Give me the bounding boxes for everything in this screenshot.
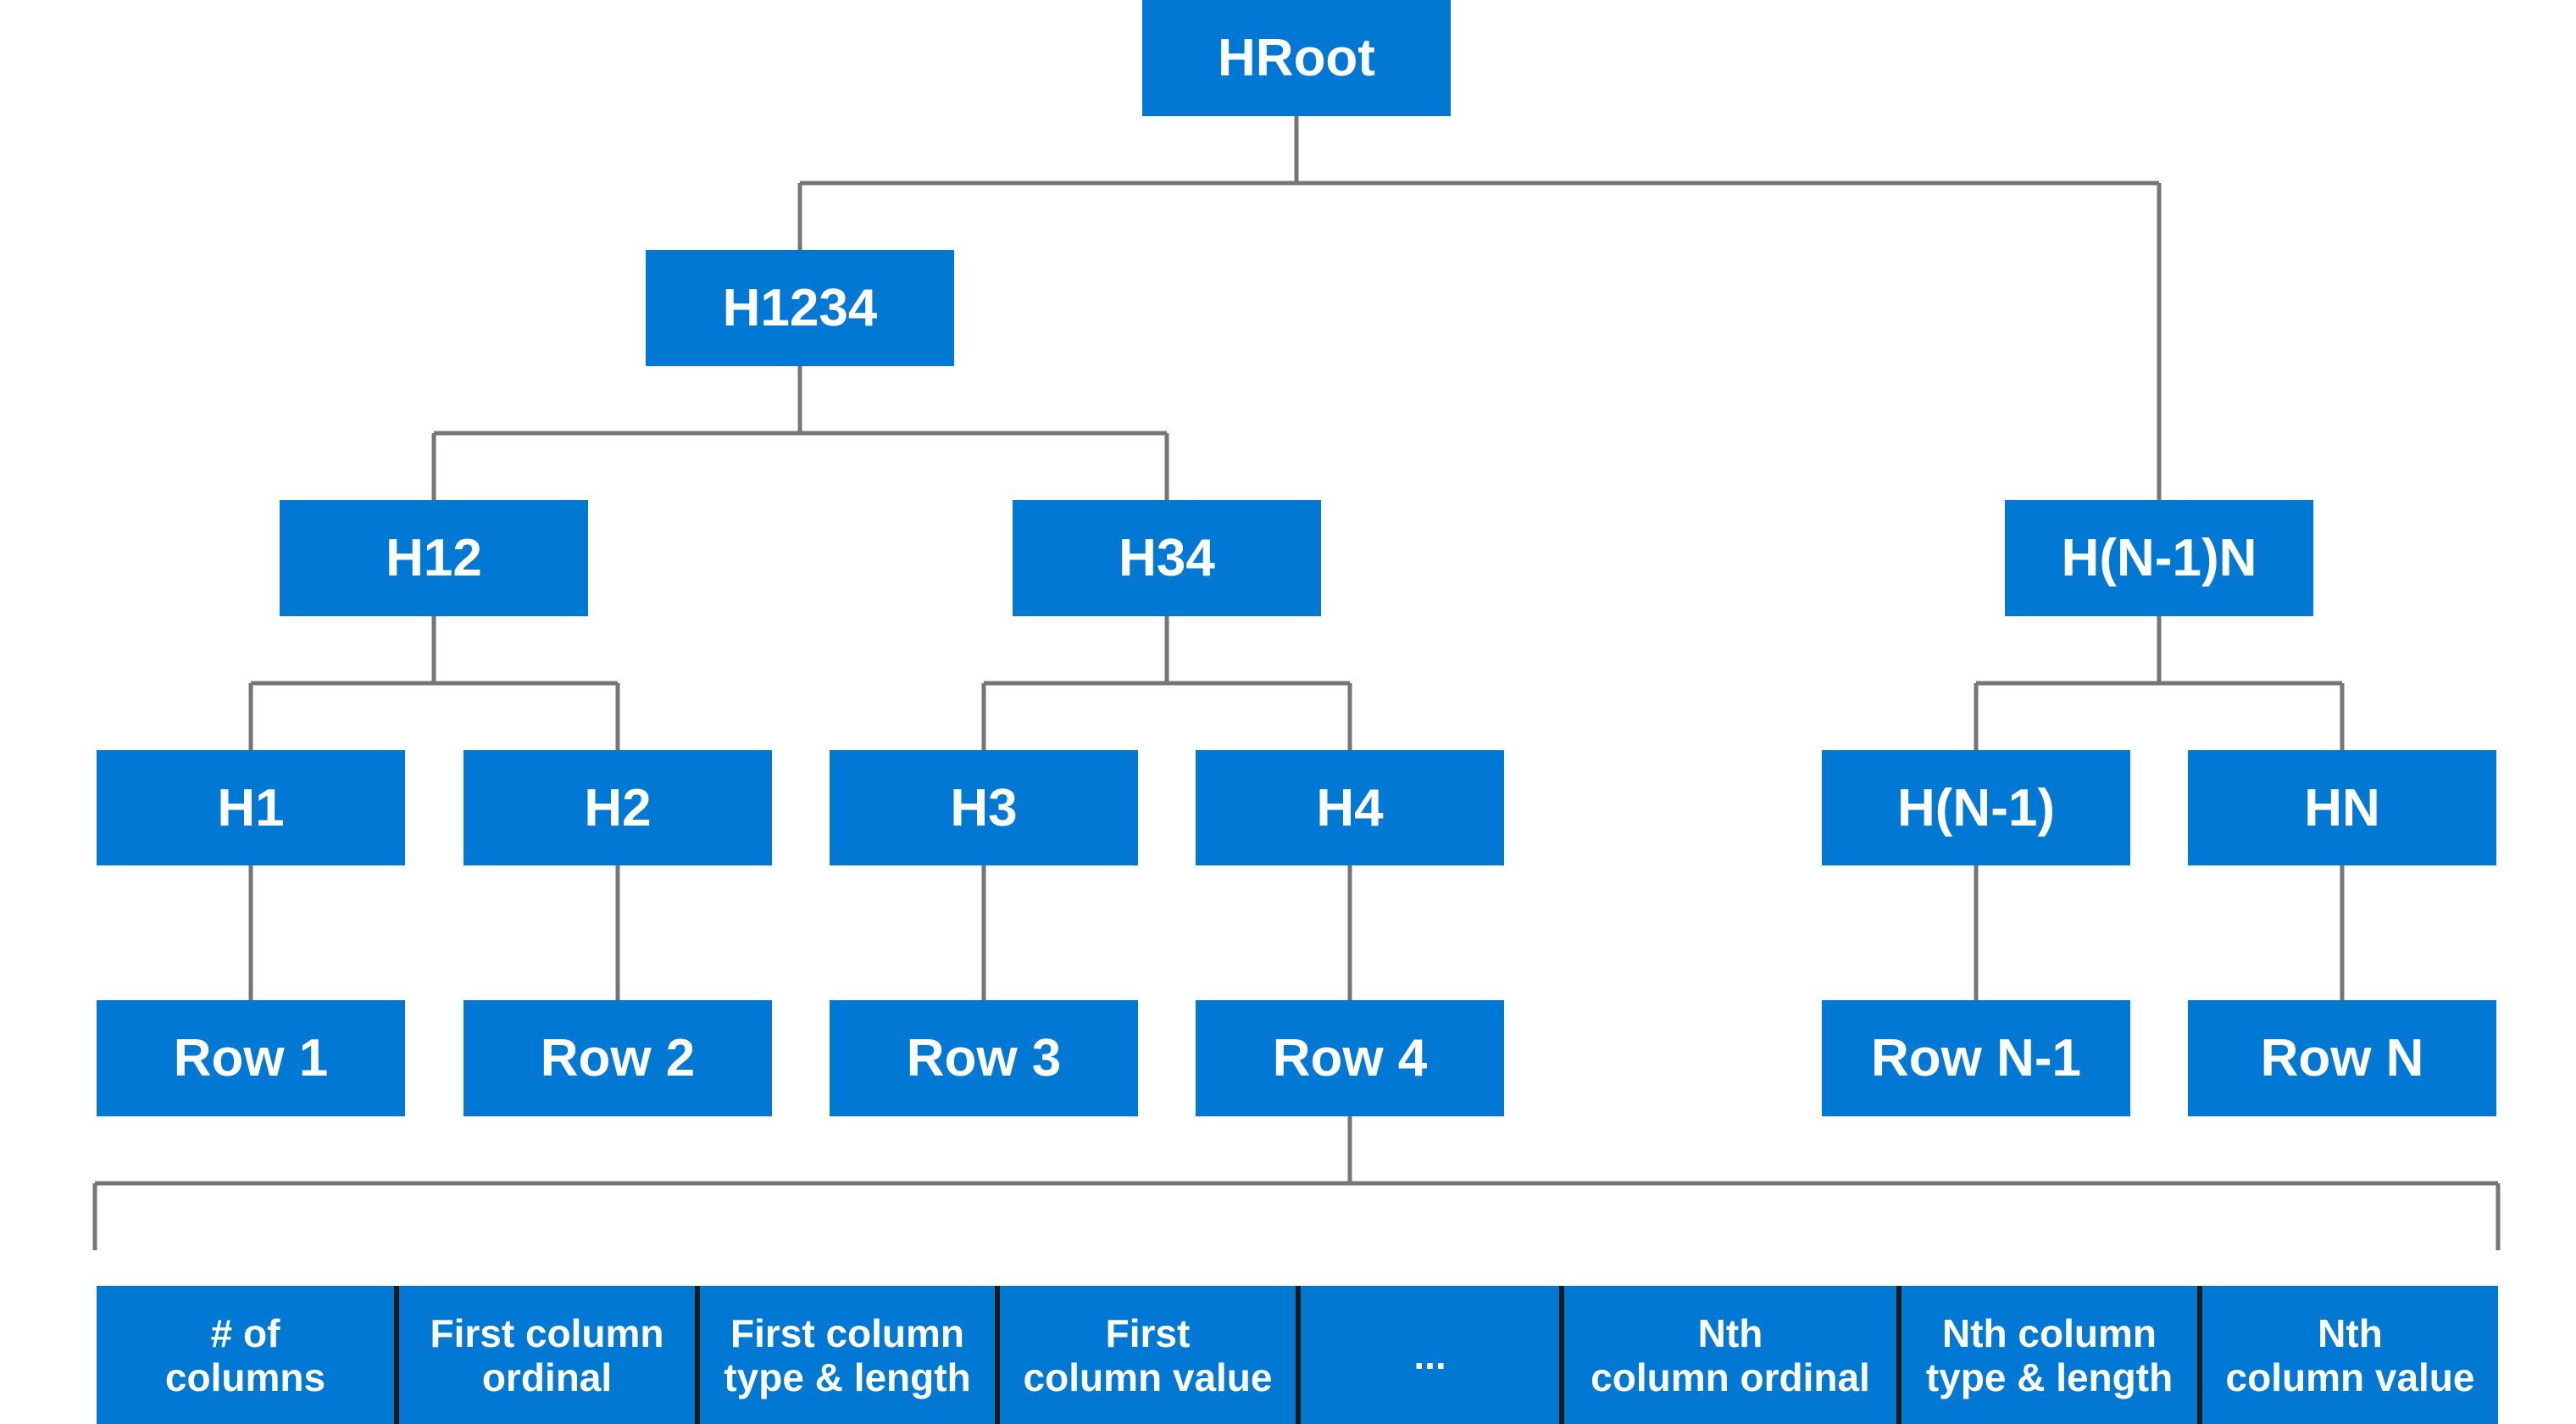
field-first-column-value: First column value	[1000, 1286, 1296, 1424]
node-h2: H2	[464, 750, 772, 865]
node-h3: H3	[830, 750, 1138, 865]
node-h1: H1	[97, 750, 405, 865]
field-separator	[1296, 1286, 1301, 1424]
row-n-minus-1: Row N-1	[1822, 1000, 2130, 1116]
field-separator	[394, 1286, 399, 1424]
row-2: Row 2	[464, 1000, 772, 1116]
field-ellipsis: ...	[1301, 1286, 1559, 1424]
field-nth-column-value: Nth column value	[2202, 1286, 2498, 1424]
field-separator	[695, 1286, 700, 1424]
field-first-column-ordinal: First column ordinal	[399, 1286, 695, 1424]
row-n: Row N	[2188, 1000, 2496, 1116]
field-separator	[1896, 1286, 1901, 1424]
field-separator	[995, 1286, 1000, 1424]
row-4: Row 4	[1196, 1000, 1504, 1116]
node-hn: HN	[2188, 750, 2496, 865]
node-h4: H4	[1196, 750, 1504, 865]
field-separator	[2197, 1286, 2202, 1424]
node-h34: H34	[1013, 500, 1321, 616]
row-3: Row 3	[830, 1000, 1138, 1116]
node-h1234: H1234	[646, 250, 954, 366]
node-hroot: HRoot	[1142, 0, 1451, 116]
field-nth-column-ordinal: Nth column ordinal	[1564, 1286, 1896, 1424]
node-hn-minus-1: H(N-1)	[1822, 750, 2130, 865]
field-column-count: # of columns	[97, 1286, 394, 1424]
field-separator	[1559, 1286, 1564, 1424]
row-1: Row 1	[97, 1000, 405, 1116]
node-h12: H12	[280, 500, 588, 616]
field-first-column-type-length: First column type & length	[700, 1286, 995, 1424]
node-hn1n: H(N-1)N	[2005, 500, 2313, 616]
field-nth-column-type-length: Nth column type & length	[1901, 1286, 2197, 1424]
